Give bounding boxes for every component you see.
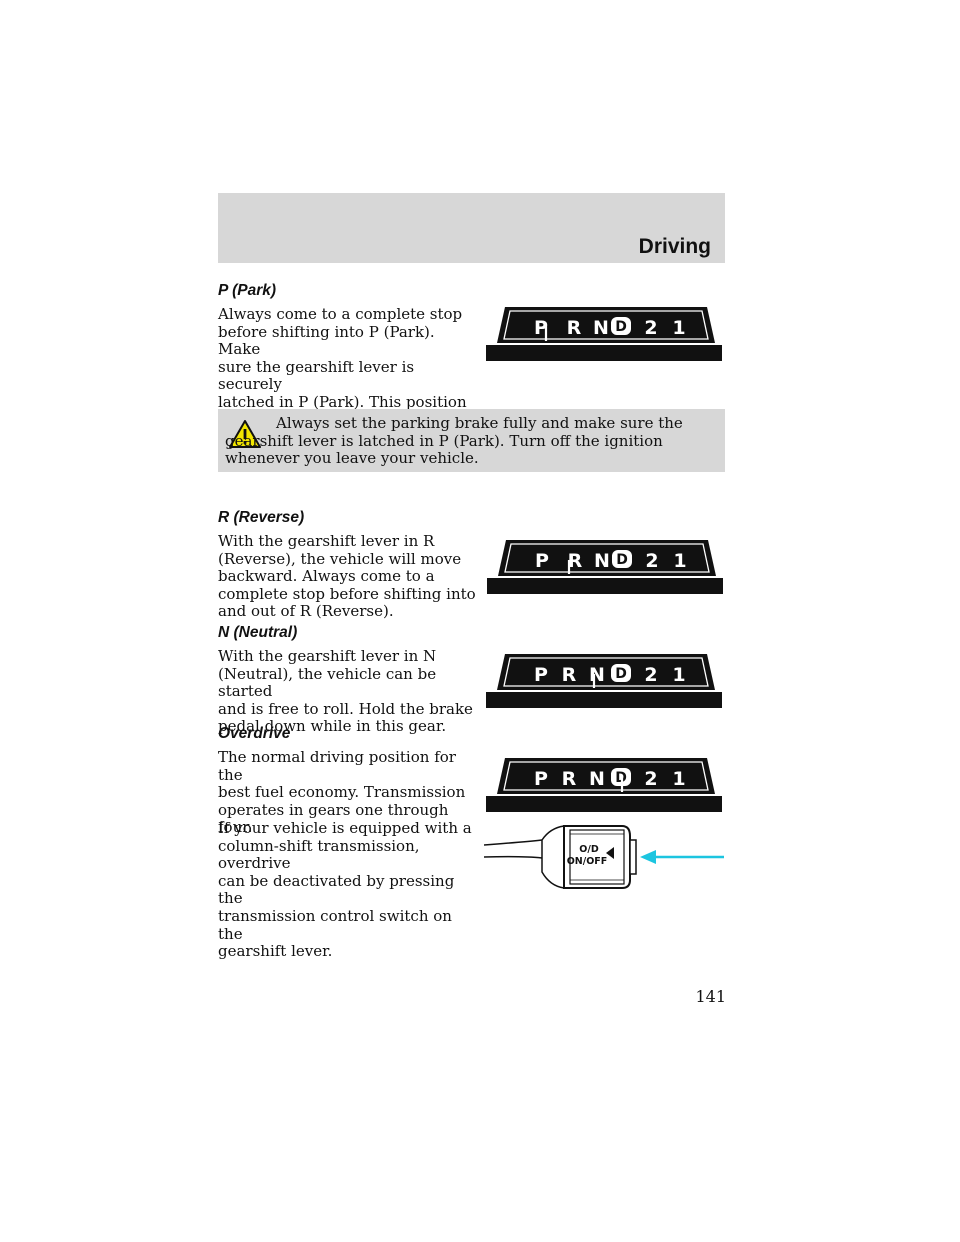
gear-indicator-overdrive: P R N D 2 1 [486, 756, 726, 820]
gear-letter-d: D [615, 319, 627, 335]
callout-arrow-icon [640, 850, 656, 864]
overdrive-heading: Overdrive [218, 725, 291, 742]
column-shift-body: If your vehicle is equipped with a colum… [218, 819, 472, 961]
gear-letter-n: N [589, 664, 605, 686]
od-switch [629, 839, 637, 875]
gear-letter-p: P [534, 768, 548, 790]
switch-label-onoff: ON/OFF [567, 856, 608, 867]
gear-indicator-neutral: P R N D 2 1 [486, 652, 726, 716]
neutral-heading: N (Neutral) [218, 624, 298, 641]
gear-letter-d: D [616, 552, 628, 568]
gear-letter-2: 2 [645, 550, 658, 572]
gear-letter-p: P [534, 664, 548, 686]
gear-letter-n: N [594, 550, 610, 572]
warning-box: Always set the parking brake fully and m… [218, 409, 725, 472]
gear-d-marker [611, 317, 631, 335]
gear-indicator-reverse: P R N D 2 1 [487, 538, 727, 602]
section-title: Driving [638, 235, 711, 258]
gear-indicator-park: P R N D 2 1 [486, 305, 726, 369]
shift-lever-illustration: O/D ON/OFF [483, 822, 729, 892]
neutral-body: With the gearshift lever in N (Neutral),… [218, 647, 473, 736]
switch-label-od: O/D [579, 844, 599, 855]
gear-letter-p: P [534, 317, 548, 339]
reverse-body: With the gearshift lever in R (Reverse),… [218, 532, 476, 621]
gear-letter-2: 2 [644, 664, 657, 686]
reverse-heading: R (Reverse) [218, 509, 305, 526]
gear-d-marker [611, 768, 631, 786]
gear-d-marker [612, 550, 632, 568]
gear-letter-r: R [567, 317, 582, 339]
overdrive-body: The normal driving position for the best… [218, 748, 466, 837]
page-number: 141 [695, 987, 726, 1006]
warning-text: Always set the parking brake fully and m… [225, 414, 683, 468]
park-heading: P (Park) [218, 282, 277, 299]
gear-letter-2: 2 [644, 317, 657, 339]
gear-letter-n: N [593, 317, 609, 339]
gear-letter-d: D [615, 666, 627, 682]
gear-letter-p: P [535, 550, 549, 572]
gear-letter-n: N [589, 768, 605, 790]
gear-letter-r: R [562, 768, 577, 790]
gear-letter-1: 1 [672, 768, 685, 790]
gear-letter-2: 2 [644, 768, 657, 790]
switch-pointer-icon [606, 847, 614, 859]
gear-letter-1: 1 [672, 317, 685, 339]
gear-letter-r: R [562, 664, 577, 686]
section-header-band: Driving [218, 193, 725, 263]
gear-letter-r: R [568, 550, 583, 572]
gear-letter-1: 1 [673, 550, 686, 572]
gear-letter-1: 1 [672, 664, 685, 686]
warning-triangle-icon [229, 420, 261, 448]
gear-d-marker [611, 664, 631, 682]
